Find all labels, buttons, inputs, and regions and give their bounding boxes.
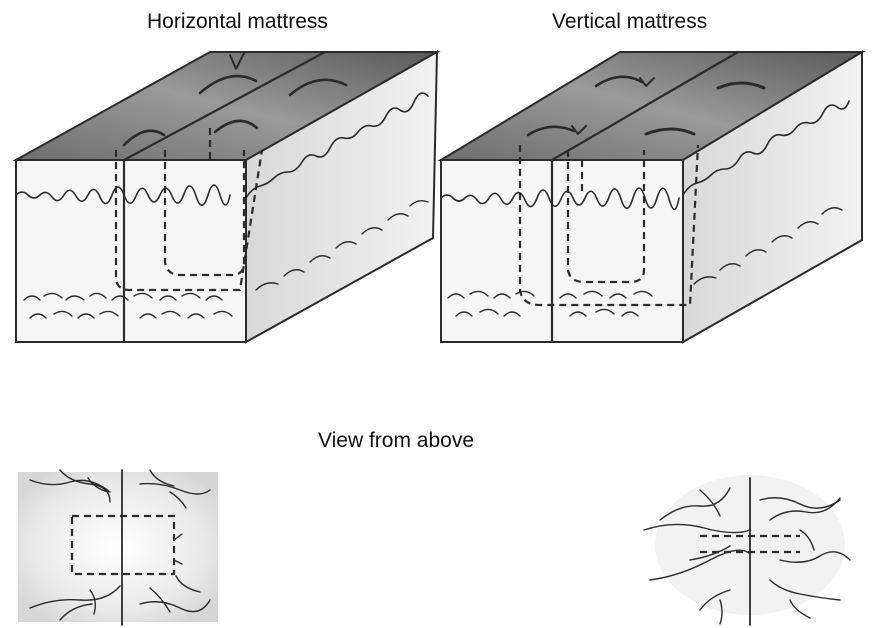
horizontal-view-from-above: [18, 470, 218, 625]
block-front-face: [441, 160, 683, 342]
vertical-view-from-above: [644, 475, 850, 625]
vertical-mattress-block: [441, 52, 862, 342]
horizontal-mattress-block: [16, 52, 437, 342]
